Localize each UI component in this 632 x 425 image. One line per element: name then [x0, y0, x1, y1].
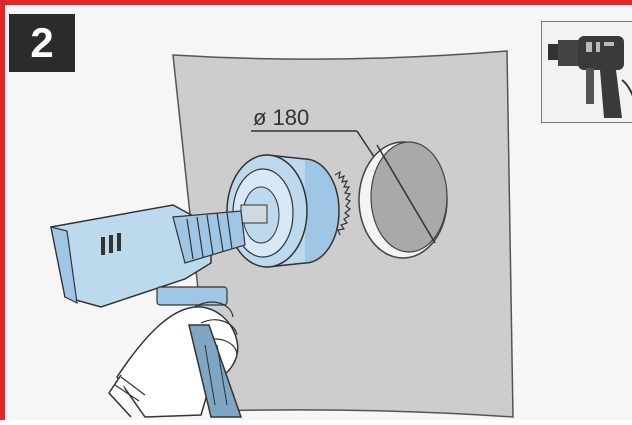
drill-icon	[548, 36, 632, 118]
wall-panel	[172, 50, 514, 418]
power-drill-icon	[50, 204, 246, 308]
step-number-badge: 2	[9, 14, 75, 72]
diameter-label: ø 180	[253, 105, 309, 130]
drilling-diagram: ø 180	[50, 50, 514, 418]
tool-indicator-box	[541, 21, 632, 123]
cut-hole-disc	[370, 141, 448, 253]
hole-diameter-line	[376, 144, 436, 244]
gloved-hand-icon	[108, 301, 243, 418]
